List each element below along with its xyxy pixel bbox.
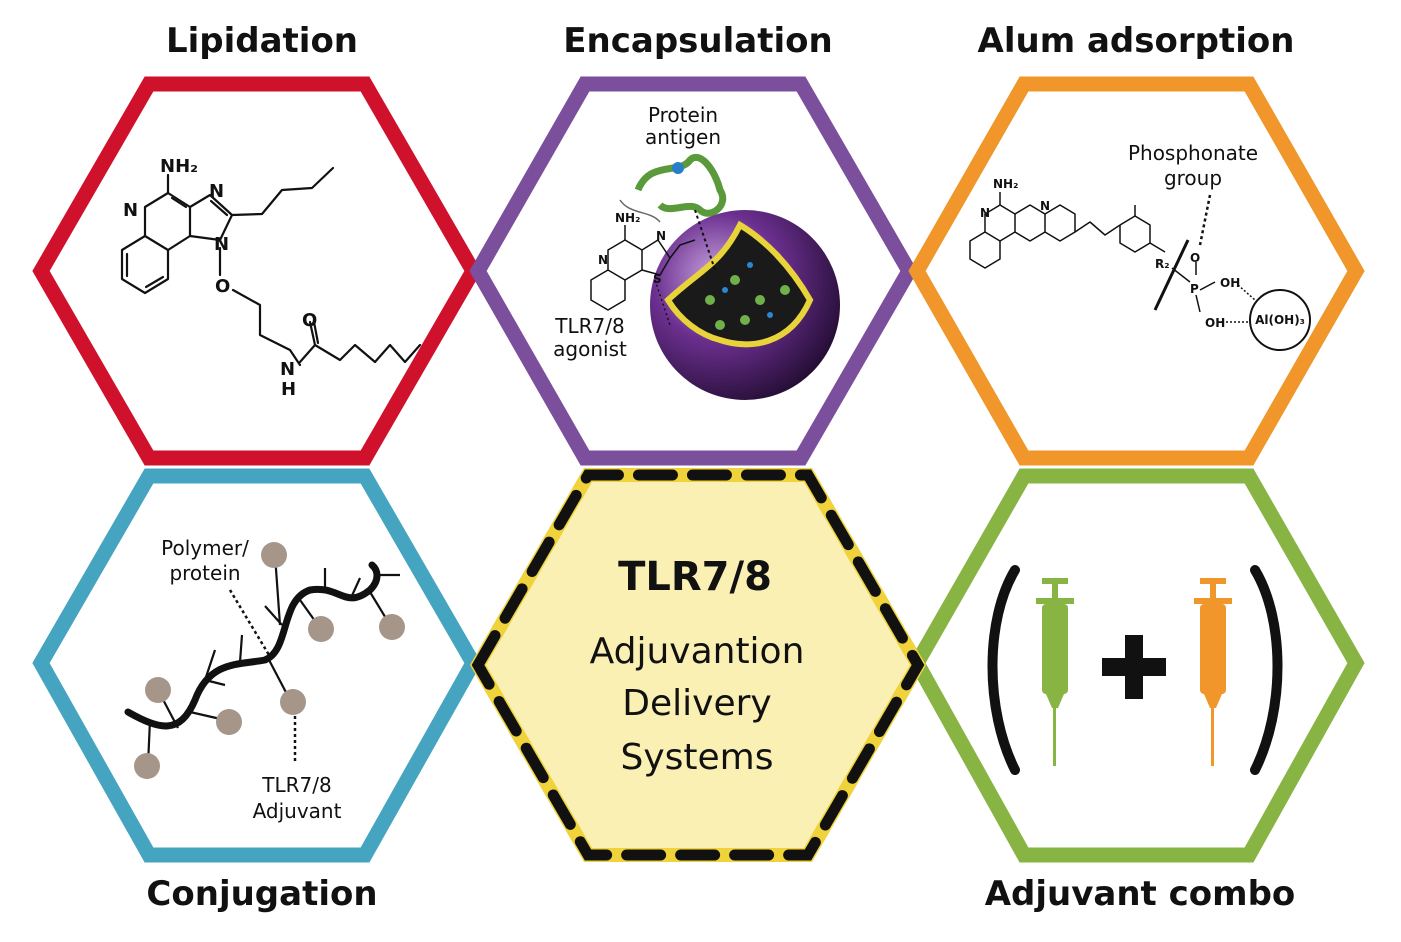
enc-n2: N — [656, 229, 666, 243]
alum-r2: R₂ — [1155, 257, 1170, 271]
center-line-systems: Systems — [621, 737, 774, 778]
plus-sign — [1102, 635, 1166, 699]
title-conjugation: Conjugation — [146, 874, 377, 914]
left-parenthesis — [987, 565, 1020, 775]
alum-oh1: OH — [1220, 276, 1240, 290]
title-encapsulation: Encapsulation — [563, 21, 832, 61]
conjugation-illustration: Polymer/ protein — [124, 536, 405, 823]
green-syringe — [1036, 578, 1074, 766]
hexagon-lipidation — [32, 76, 482, 466]
conj-polymer-label-2: protein — [169, 561, 240, 585]
lip-o2: O — [302, 310, 317, 331]
lip-nh2: NH₂ — [160, 156, 198, 177]
enc-agonist-label-1: TLR7/8 — [554, 314, 624, 338]
alum-oh2: OH — [1205, 316, 1225, 330]
alum-nh2: NH₂ — [993, 177, 1018, 191]
center-title: TLR7/8 — [618, 554, 772, 600]
lip-n3: N — [214, 234, 229, 255]
alum-molecule: Phosphonate group NH₂ N N R₂ P O OH OH A… — [969, 141, 1311, 351]
lip-h: H — [281, 379, 296, 400]
polymer-backbone — [124, 561, 381, 730]
aloh3-circle — [1249, 289, 1311, 351]
conj-adjuvant-label-1: TLR7/8 — [261, 773, 331, 797]
encapsulation-illustration: Protein antigen NH₂ N N S TLR7/8 agonist — [553, 103, 840, 400]
orange-syringe — [1194, 578, 1232, 766]
protein-loop — [672, 162, 684, 174]
conj-adjuvant-label-2: Adjuvant — [253, 799, 342, 823]
enc-s: S — [653, 272, 662, 286]
alum-phos-label-1: Phosphonate — [1128, 141, 1258, 165]
combo-illustration — [987, 565, 1283, 775]
title-lipidation: Lipidation — [166, 21, 358, 61]
alum-o: O — [1190, 251, 1200, 265]
alum-aloh3: Al(OH)₃ — [1255, 313, 1305, 327]
alum-n1: N — [980, 206, 990, 220]
lip-n2: N — [209, 181, 224, 202]
protein-ribbon — [634, 154, 726, 217]
nanoparticle-core — [664, 220, 814, 348]
title-combo: Adjuvant combo — [985, 874, 1296, 914]
enc-nh2: NH₂ — [615, 211, 640, 225]
center-line-delivery: Delivery — [622, 683, 771, 724]
alum-n2: N — [1040, 199, 1050, 213]
enc-agonist-label-2: agonist — [553, 337, 627, 361]
enc-protein-label-1: Protein — [648, 103, 718, 127]
alum-p: P — [1190, 282, 1199, 296]
hexagon-combo — [908, 468, 1365, 863]
lip-o1: O — [215, 276, 230, 297]
alum-phos-label-2: group — [1164, 166, 1222, 190]
right-parenthesis — [1250, 565, 1283, 775]
enc-protein-label-2: antigen — [645, 125, 721, 149]
lip-n4: N — [280, 359, 295, 380]
hexagon-alum — [908, 76, 1365, 466]
lip-n1: N — [123, 200, 138, 221]
enc-n: N — [598, 253, 608, 267]
lipidation-molecule: NH₂ N N N O O N H — [120, 156, 422, 400]
title-alum: Alum adsorption — [978, 21, 1295, 61]
conj-polymer-label-1: Polymer/ — [161, 536, 249, 560]
hexagon-center-dashes — [471, 469, 925, 861]
center-line-adjuvantion: Adjuvantion — [590, 631, 805, 672]
